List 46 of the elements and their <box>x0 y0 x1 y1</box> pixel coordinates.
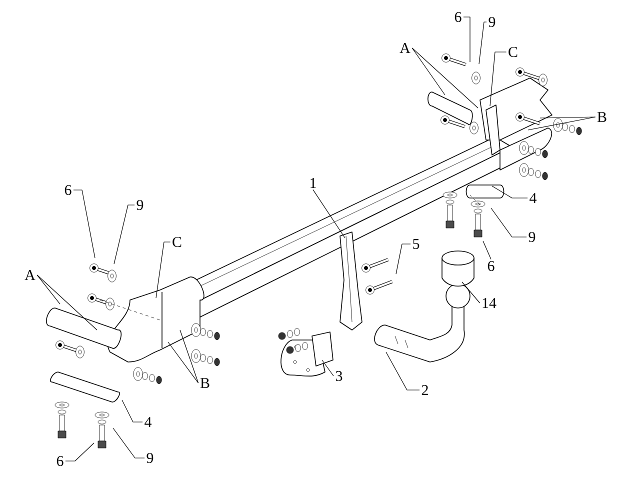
callout-number: A <box>400 43 410 53</box>
callout-number: 14 <box>482 298 496 308</box>
leader-line <box>412 48 446 96</box>
leader-line <box>492 186 528 198</box>
leader-line <box>168 342 199 384</box>
callout-number: C <box>172 236 182 248</box>
callout-number: 5 <box>413 239 420 249</box>
callout-number: 4 <box>144 417 152 427</box>
leader-line <box>396 244 411 274</box>
leader-line <box>386 352 420 390</box>
callout-number: B <box>597 112 606 122</box>
callout-number: 6 <box>64 184 72 196</box>
callout-number: 1 <box>310 178 316 188</box>
callout-number: A <box>24 270 36 280</box>
callout-number: 2 <box>422 385 428 395</box>
leader-line <box>65 442 94 462</box>
callout-number: 9 <box>146 452 154 464</box>
callout-number: 9 <box>488 16 496 28</box>
leader-line <box>490 52 507 106</box>
leader-line <box>112 428 145 458</box>
leader-line <box>312 189 346 238</box>
leader-line <box>540 116 596 118</box>
callout-number: 9 <box>136 200 144 210</box>
leader-line <box>322 360 334 376</box>
leader-line <box>156 242 171 298</box>
leader-line <box>36 274 60 304</box>
leader-line <box>73 190 96 258</box>
leader-line <box>478 22 487 64</box>
leader-line <box>463 16 470 62</box>
leader-line <box>180 330 199 384</box>
leader-line <box>412 48 478 108</box>
callout-number: 6 <box>56 456 64 466</box>
leader-line <box>122 400 143 422</box>
leader-line <box>114 204 135 264</box>
callout-number: 4 <box>530 193 537 203</box>
callout-number: B <box>200 378 210 388</box>
callout-number: C <box>508 46 518 58</box>
callout-number: 6 <box>488 260 494 272</box>
callout-number: 6 <box>454 12 462 22</box>
callout-number: 3 <box>336 370 342 382</box>
leader-line <box>482 240 492 260</box>
leader-line <box>490 208 527 238</box>
leader-line <box>528 116 596 130</box>
callout-number: 9 <box>528 232 536 242</box>
leader-line <box>36 274 98 330</box>
leader-line <box>462 282 480 304</box>
